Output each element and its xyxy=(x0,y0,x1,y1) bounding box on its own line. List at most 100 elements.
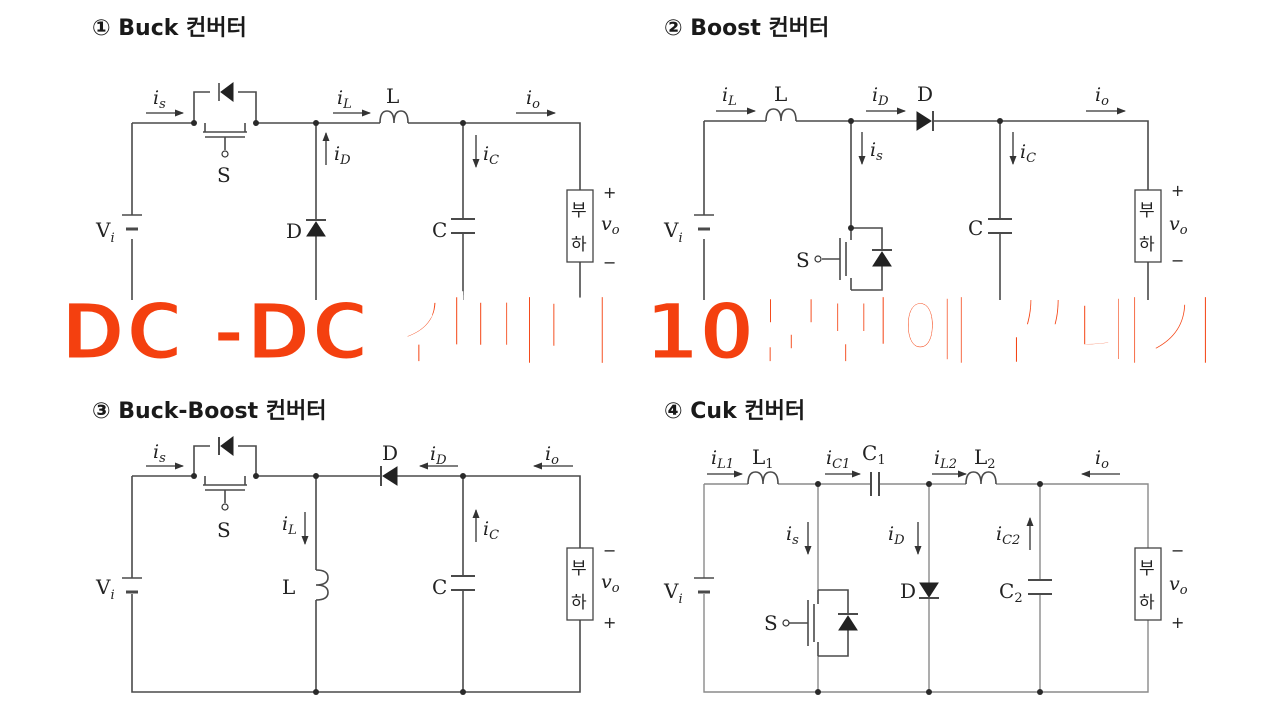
svg-text:C1: C1 xyxy=(862,441,886,468)
cuk-load-top: 부 xyxy=(1139,559,1155,579)
svg-text:L2: L2 xyxy=(974,445,996,472)
cuk-c2-icon xyxy=(1028,579,1052,595)
buckboost-vo-sub: o xyxy=(612,581,620,596)
cuk-c2-sub: 2 xyxy=(1014,591,1022,606)
svg-text:vo: vo xyxy=(1169,573,1188,598)
boost-vi-sub: i xyxy=(678,231,682,246)
cuk-l2-sub: 2 xyxy=(987,457,995,472)
buckboost-ic-sub: C xyxy=(489,528,499,543)
buck-is-label: i xyxy=(153,87,159,109)
buck-il-sub: L xyxy=(342,97,352,112)
boost-vo-label: v xyxy=(1169,213,1180,235)
svg-text:vo: vo xyxy=(601,571,620,596)
buck-inductor-icon xyxy=(379,110,409,124)
buck-io-label: i xyxy=(526,87,532,109)
cuk-vo-label: v xyxy=(1169,573,1180,595)
svg-text:iC: iC xyxy=(1020,141,1036,166)
boost-wire xyxy=(703,120,1149,300)
boost-is-label: i xyxy=(870,139,876,161)
boost-load-box xyxy=(1134,189,1162,263)
svg-text:L1: L1 xyxy=(752,445,774,472)
buckboost-switch-icon xyxy=(191,436,259,511)
buckboost-title: ③ Buck-Boost 컨버터 xyxy=(92,399,327,424)
buckboost-il-sub: L xyxy=(287,523,297,538)
boost-ic-label: i xyxy=(1020,141,1026,163)
cuk-switch-label: S xyxy=(764,611,778,635)
buckboost-plus: + xyxy=(603,613,616,632)
cuk-io-label: i xyxy=(1095,447,1101,469)
buck-load-top: 부 xyxy=(571,201,587,221)
cuk-id-sub: D xyxy=(893,533,905,548)
svg-text:iD: iD xyxy=(888,523,905,548)
boost-load-bottom: 하 xyxy=(1139,235,1155,255)
boost-capacitor-icon xyxy=(988,218,1012,234)
buckboost-id-sub: D xyxy=(435,453,447,468)
buckboost-source-icon xyxy=(122,577,142,594)
svg-text:iL: iL xyxy=(282,513,297,538)
buckboost-io-sub: o xyxy=(551,453,559,468)
svg-text:is: is xyxy=(786,523,799,548)
cuk-switch-icon xyxy=(782,589,858,657)
buckboost-diode-icon xyxy=(380,466,398,486)
svg-text:is: is xyxy=(153,441,166,466)
svg-text:iC1: iC1 xyxy=(826,447,850,472)
buck-diode-label: D xyxy=(286,219,302,243)
svg-text:iL1: iL1 xyxy=(711,447,734,472)
boost-plus: + xyxy=(1171,181,1184,200)
boost-vi-label: V xyxy=(663,218,679,242)
cuk-ic2-label: i xyxy=(996,523,1002,545)
svg-text:Vi: Vi xyxy=(95,218,115,246)
boost-source-icon xyxy=(694,214,714,231)
cuk-il1-label: i xyxy=(711,447,717,469)
cuk-load-bottom: 하 xyxy=(1139,593,1155,613)
svg-text:iC: iC xyxy=(483,518,499,543)
boost-id-label: i xyxy=(872,84,878,106)
buck-load-bottom: 하 xyxy=(571,235,587,255)
svg-text:iL: iL xyxy=(722,84,737,109)
cuk-source-icon xyxy=(694,577,714,594)
boost-diode-label: D xyxy=(917,82,933,106)
buckboost-diode-label: D xyxy=(382,441,398,465)
buckboost-load-bottom: 하 xyxy=(571,593,587,613)
buckboost-capacitor-icon xyxy=(451,575,475,591)
buck-il-label: i xyxy=(337,87,343,109)
cuk-diode-icon xyxy=(919,582,939,599)
cuk-minus: − xyxy=(1171,541,1184,560)
buck-inductor-label: L xyxy=(386,84,399,108)
buck-switch-label: S xyxy=(217,163,231,187)
buck-is-sub: s xyxy=(159,97,166,112)
cuk-vi-sub: i xyxy=(678,592,682,607)
cuk-title: ④ Cuk 컨버터 xyxy=(664,399,805,424)
cuk-load-box xyxy=(1134,547,1162,621)
cuk-ic1-sub: C1 xyxy=(832,457,850,472)
buckboost-vi-sub: i xyxy=(110,588,114,603)
buck-id-label: i xyxy=(334,143,340,165)
cuk-l1-label: L xyxy=(752,445,765,469)
boost-circuit: ② Boost 컨버터 Vi L D S C 부 하 + vo xyxy=(663,16,1188,300)
svg-text:Vi: Vi xyxy=(95,575,115,603)
cuk-is-sub: s xyxy=(792,533,799,548)
buckboost-id-label: i xyxy=(430,443,436,465)
svg-text:iD: iD xyxy=(872,84,889,109)
cuk-l2-label: L xyxy=(974,445,987,469)
buckboost-load-box xyxy=(566,547,594,621)
svg-text:iD: iD xyxy=(430,443,447,468)
cuk-vi-label: V xyxy=(663,579,679,603)
boost-title: ② Boost 컨버터 xyxy=(664,16,829,41)
buckboost-ic-label: i xyxy=(483,518,489,540)
buck-vi-label: V xyxy=(95,218,111,242)
buck-plus: + xyxy=(603,183,616,202)
buckboost-is-label: i xyxy=(153,441,159,463)
cuk-il2-sub: L2 xyxy=(939,457,957,472)
boost-is-sub: s xyxy=(876,149,883,164)
buckboost-inductor-icon xyxy=(315,569,329,601)
buckboost-circuit: ③ Buck-Boost 컨버터 Vi S D L C 부 하 xyxy=(92,399,620,695)
cuk-ic2-sub: C2 xyxy=(1002,533,1020,548)
headline-banner: DC -DC 컨버터 10분만에 끝내기 xyxy=(59,287,1220,380)
buckboost-il-label: i xyxy=(282,513,288,535)
svg-text:C2: C2 xyxy=(999,579,1023,606)
cuk-io-sub: o xyxy=(1101,457,1109,472)
buck-vo-sub: o xyxy=(612,223,620,238)
buck-source-icon xyxy=(122,214,142,231)
buckboost-wire xyxy=(131,475,581,693)
